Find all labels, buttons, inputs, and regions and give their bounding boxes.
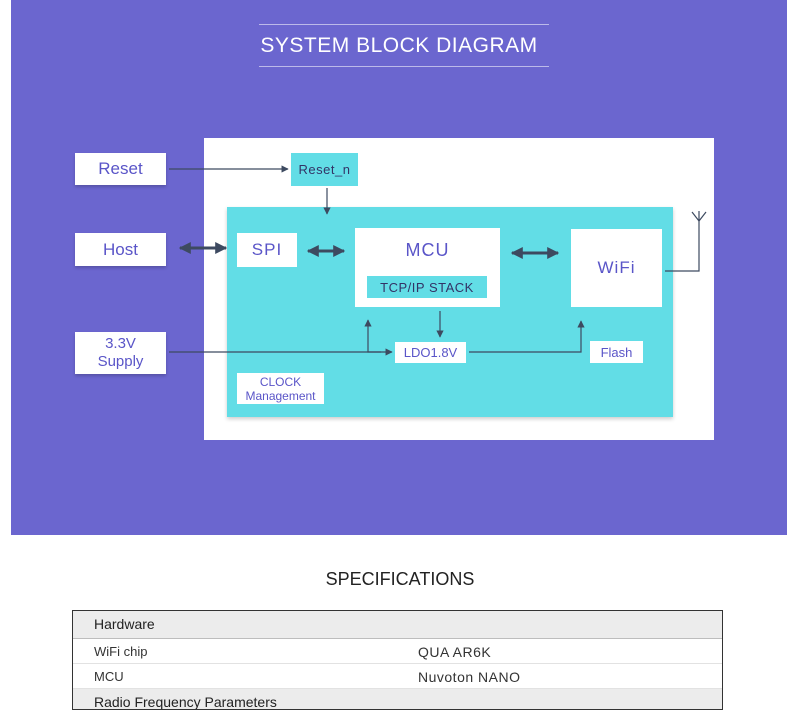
ldo-to-wifi-arrow (469, 320, 585, 353)
spec-value: QUA AR6K (418, 644, 492, 660)
ldo-block: LDO1.8V (395, 342, 466, 363)
supply-to-mcu-arrow (364, 319, 381, 353)
reset-block: Reset (75, 153, 166, 185)
reset-n-label: Reset_n (298, 162, 351, 177)
flash-label: Flash (600, 344, 633, 360)
reset-n-block: Reset_n (291, 153, 358, 186)
tcpip-stack-block: TCP/IP STACK (367, 276, 487, 298)
antenna-icon (691, 211, 707, 222)
diagram-title: SYSTEM BLOCK DIAGRAM (260, 34, 538, 57)
clock-label-line1: CLOCK (259, 374, 302, 389)
clock-management-block: CLOCK Management (237, 373, 324, 404)
spec-key: WiFi chip (94, 644, 148, 659)
spec-section-hardware: Hardware (73, 611, 722, 639)
reset-label: Reset (98, 159, 143, 178)
title-rule-bottom (259, 66, 549, 67)
spec-value: Nuvoton NANO (418, 669, 521, 685)
spec-row: WiFi chip QUA AR6K (73, 639, 722, 664)
supply-label-line1: 3.3V (105, 335, 136, 352)
specifications-title: SPECIFICATIONS (325, 569, 475, 589)
flash-block: Flash (590, 341, 643, 363)
tcpip-stack-label: TCP/IP STACK (380, 279, 474, 295)
title-rule-top (259, 24, 549, 25)
spec-section-radio: Radio Frequency Parameters (73, 689, 722, 709)
ldo-label: LDO1.8V (403, 345, 458, 360)
supply-block: 3.3V Supply (75, 332, 166, 374)
spi-label: SPI (251, 240, 283, 259)
host-block: Host (75, 233, 166, 266)
spi-block: SPI (237, 233, 297, 267)
wifi-block: WiFi (571, 229, 662, 307)
mcu-label: MCU (405, 240, 450, 260)
host-label: Host (103, 239, 138, 259)
spec-key: MCU (94, 669, 124, 684)
clock-label-line2: Management (245, 388, 316, 403)
specifications-table: Hardware WiFi chip QUA AR6K MCU Nuvoton … (72, 610, 723, 710)
wifi-antenna-line (665, 221, 700, 272)
spec-row: MCU Nuvoton NANO (73, 664, 722, 689)
wifi-label: WiFi (597, 258, 636, 277)
supply-label-line2: Supply (97, 353, 144, 370)
